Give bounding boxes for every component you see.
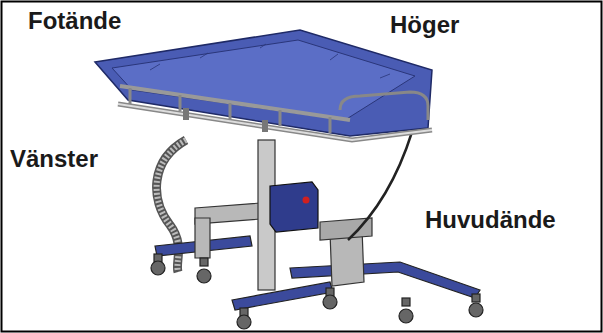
- position-label: Huvudände: [425, 207, 556, 233]
- position-label: Fotände: [28, 8, 121, 34]
- position-label: Höger: [390, 12, 459, 38]
- position-label: Vänster: [10, 146, 98, 172]
